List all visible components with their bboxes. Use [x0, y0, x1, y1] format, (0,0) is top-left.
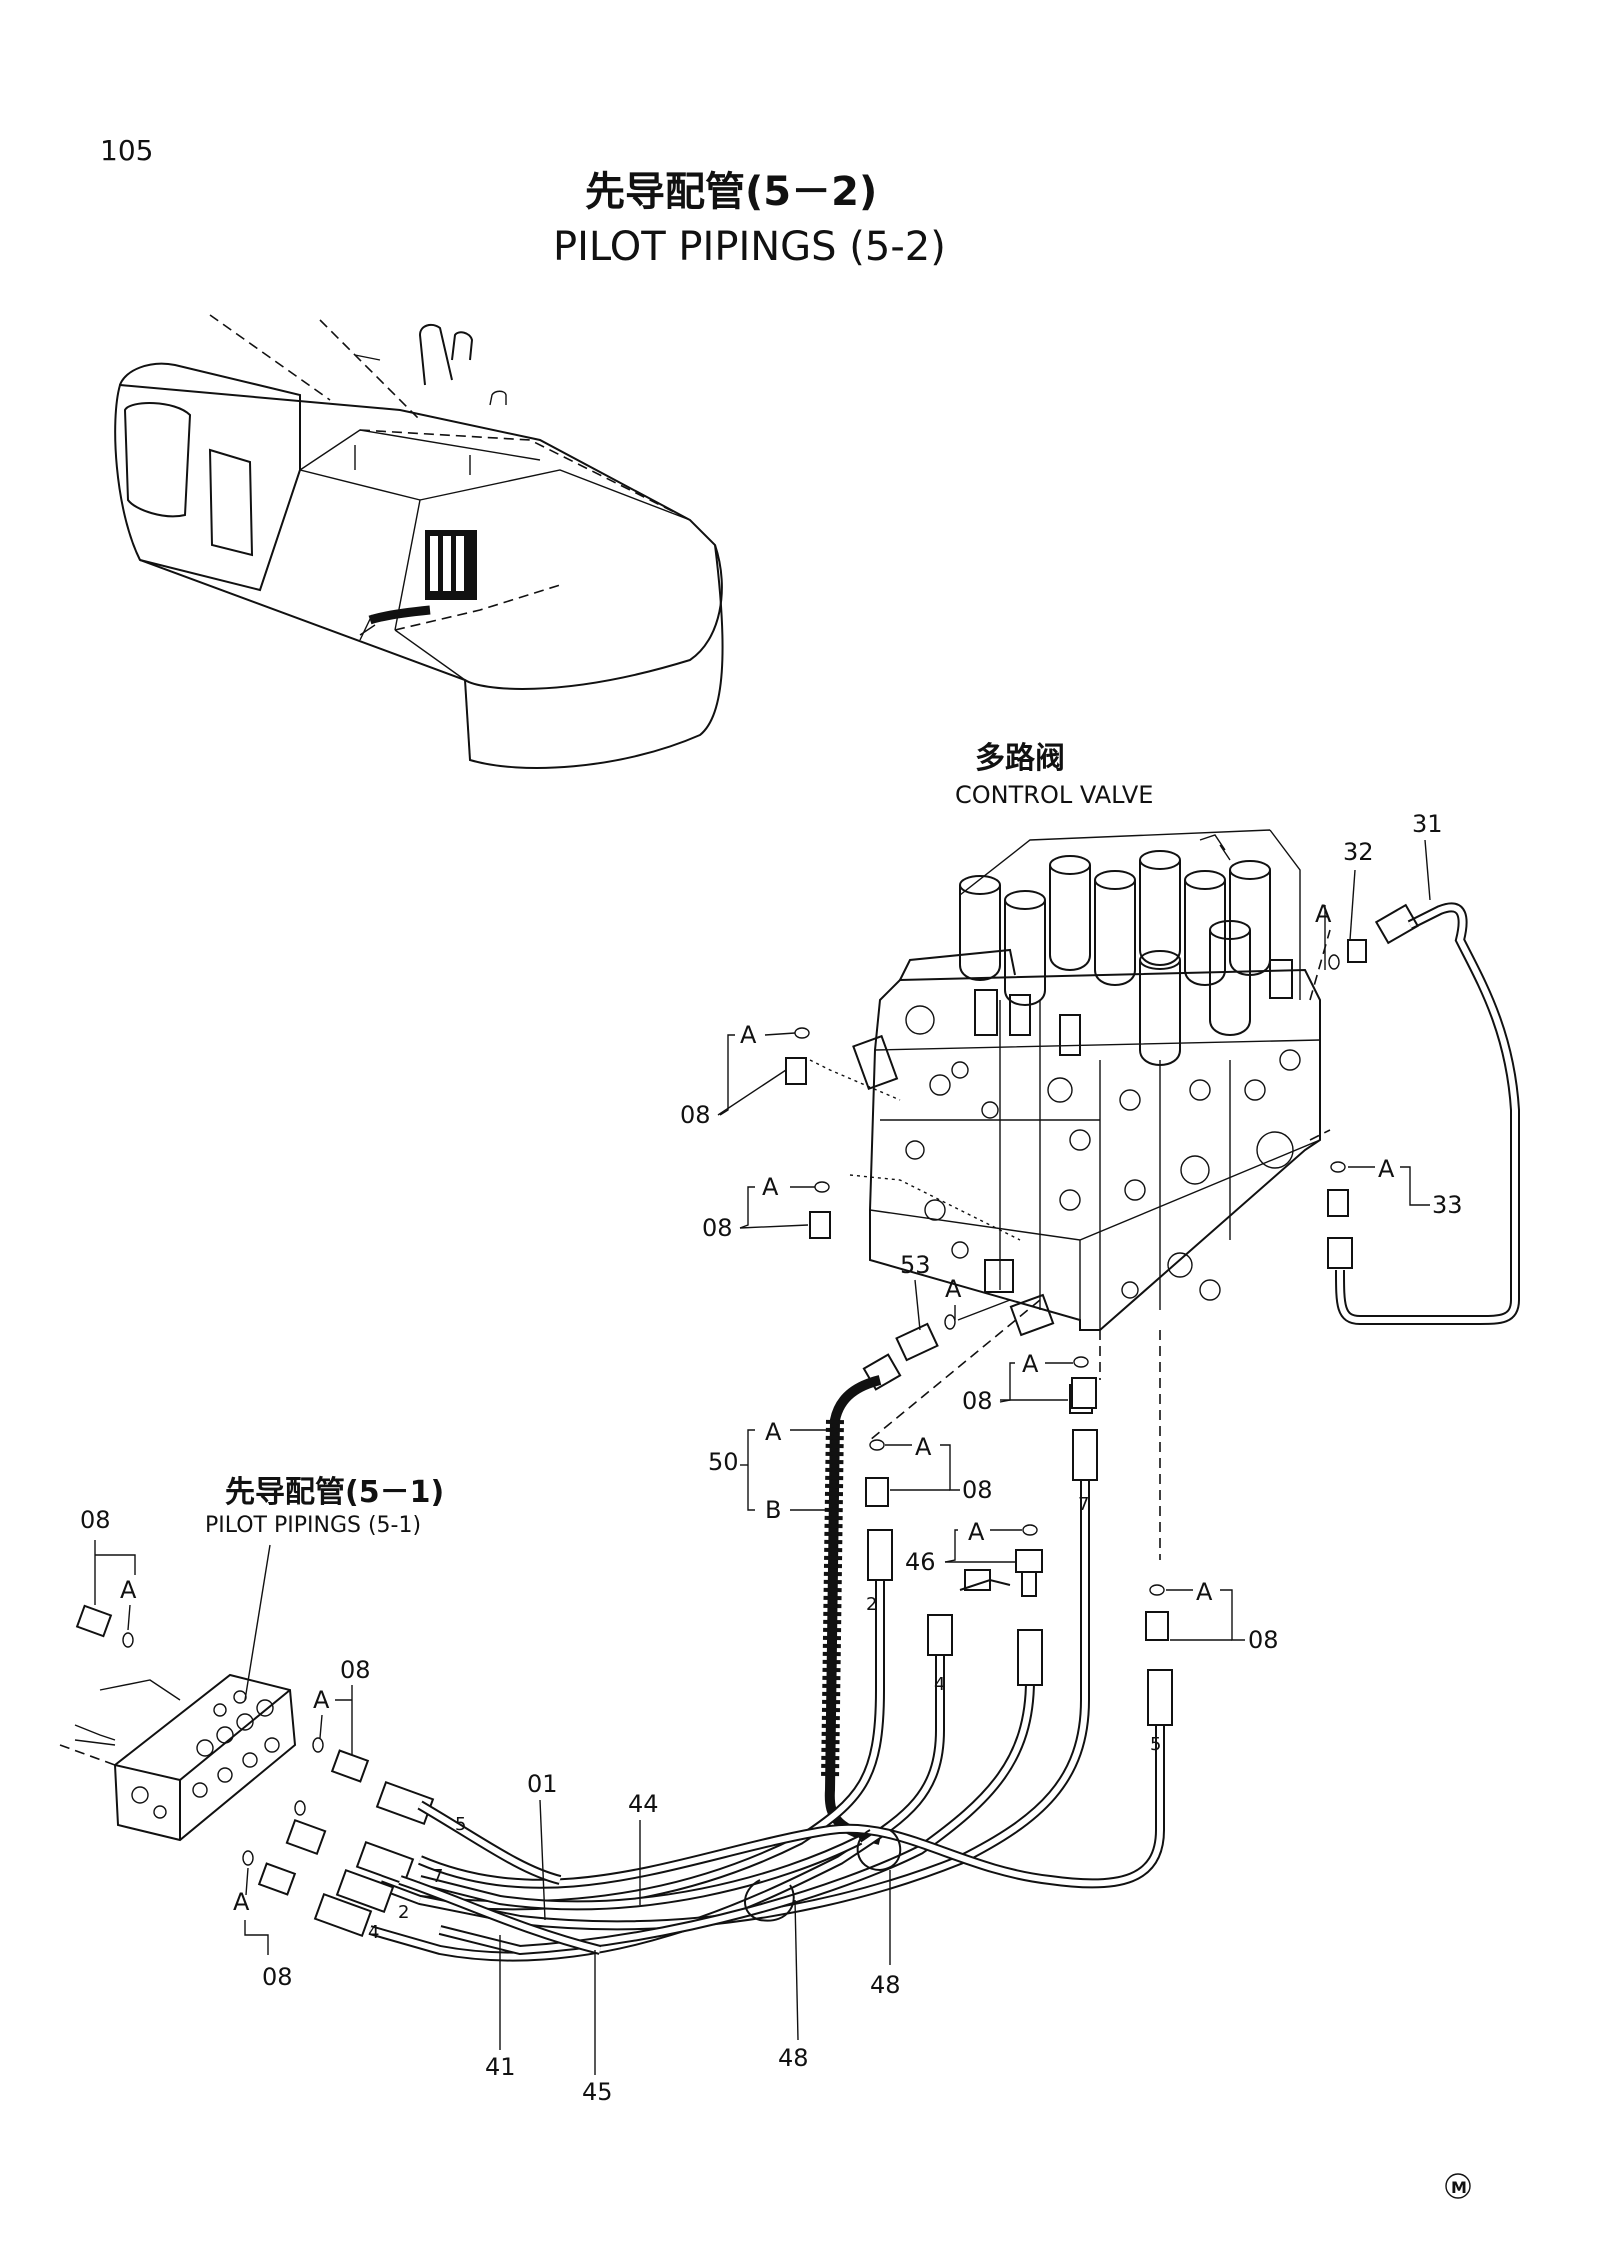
sub-ref-english: PILOT PIPINGS (5-1) [205, 1513, 421, 1538]
marker-A-33: A [1378, 1155, 1395, 1183]
page-number: 105 [100, 134, 153, 167]
fitting-46 [959, 1524, 1043, 1597]
marker-A-08e: A [1196, 1578, 1213, 1606]
marker-B-50: B [765, 1496, 781, 1524]
callout-53: 53 [900, 1251, 931, 1279]
hose-tag-5-left: 5 [455, 1814, 466, 1835]
fitting-08-a [785, 1027, 810, 1085]
fitting-08-f [75, 1604, 134, 1648]
control-valve-assembly [809, 829, 1331, 1560]
sub-ref-chinese: 先导配管(5－1) [225, 1475, 444, 1510]
marker-A-50: A [765, 1418, 782, 1446]
pipe-31 [1327, 902, 1520, 1325]
callout-48-a: 48 [778, 2044, 809, 2072]
callout-08-a: 08 [680, 1101, 711, 1129]
callout-08-g: 08 [340, 1656, 371, 1684]
fitting-08-g [312, 1737, 370, 1783]
callout-32: 32 [1343, 838, 1374, 866]
hose-tag-7-left: 7 [432, 1866, 443, 1887]
callout-01: 01 [527, 1770, 558, 1798]
title-chinese: 先导配管(5－2) [585, 169, 877, 215]
callout-08-f: 08 [80, 1506, 111, 1534]
marker-A-08b: A [762, 1173, 779, 1201]
marker-A-08h: A [233, 1888, 250, 1916]
callout-33: 33 [1432, 1191, 1463, 1219]
footer-mark: M [1445, 2173, 1471, 2199]
control-valve-english: CONTROL VALVE [955, 781, 1153, 809]
fitting-53 [895, 1299, 1011, 1362]
callout-46: 46 [905, 1548, 936, 1576]
marker-A-32: A [1315, 900, 1332, 928]
hose-tag-7-valve: 7 [1078, 1494, 1089, 1515]
hose-tag-4-valve: 4 [934, 1674, 945, 1695]
control-valve-chinese: 多路阀 [975, 741, 1065, 776]
callout-45: 45 [582, 2078, 613, 2106]
fitting-32 [1324, 905, 1367, 970]
callout-50: 50 [708, 1448, 739, 1476]
callout-48-b: 48 [870, 1971, 901, 1999]
callout-08-c: 08 [962, 1387, 993, 1415]
marker-A-08f: A [120, 1576, 137, 1604]
svg-text:M: M [1451, 2178, 1467, 2197]
highlighted-valve-bank [359, 530, 477, 641]
title-english: PILOT PIPINGS (5-2) [553, 224, 946, 270]
fitting-33 [1327, 1161, 1349, 1217]
marker-A-53: A [945, 1275, 962, 1303]
callout-08-b: 08 [702, 1214, 733, 1242]
callout-44: 44 [628, 1790, 659, 1818]
pilot-valve-block [59, 1673, 297, 1842]
callout-08-d: 08 [962, 1476, 993, 1504]
marker-A-08g: A [313, 1686, 330, 1714]
fitting-08-b [809, 1181, 831, 1239]
callout-31: 31 [1412, 810, 1443, 838]
callout-08-h: 08 [262, 1963, 293, 1991]
fitting-08-h [242, 1800, 327, 1896]
fitting-08-d [865, 1439, 889, 1507]
marker-A-08a: A [740, 1021, 757, 1049]
excavator-overview [114, 314, 724, 769]
hose-tag-2-left: 2 [398, 1902, 409, 1923]
marker-A-08c: A [1022, 1350, 1039, 1378]
marker-A-08d: A [915, 1433, 932, 1461]
hose-tag-4-left: 4 [368, 1922, 379, 1943]
callout-08-e: 08 [1248, 1626, 1279, 1654]
marker-A-46: A [968, 1518, 985, 1546]
fitting-08-e [1145, 1584, 1169, 1641]
hose-bundle [313, 1377, 1173, 2041]
hose-tag-5-valve: 5 [1150, 1734, 1161, 1755]
hose-tag-2-valve: 2 [866, 1594, 877, 1615]
callout-41: 41 [485, 2053, 516, 2081]
